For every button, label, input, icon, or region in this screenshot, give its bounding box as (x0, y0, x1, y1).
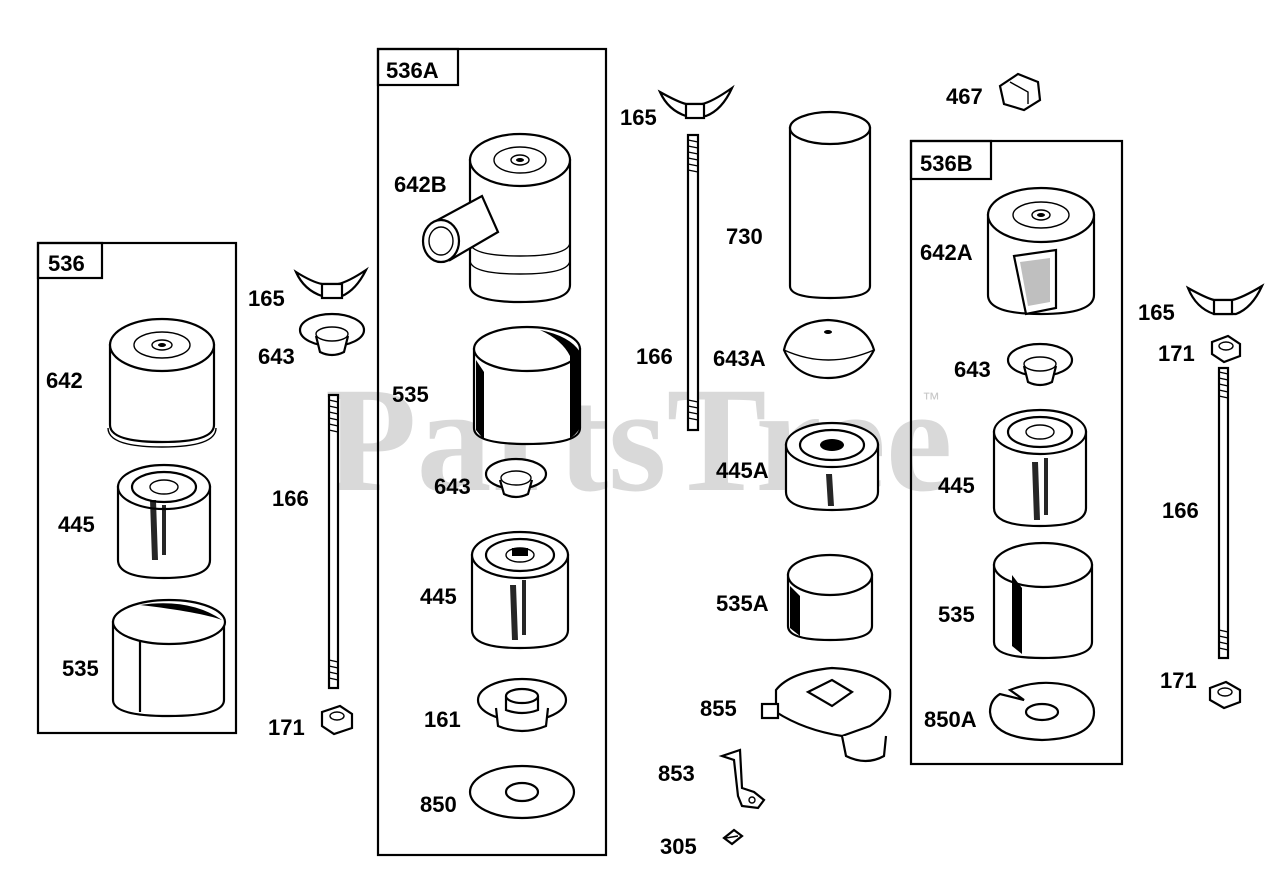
part-535A-sleeve (786, 553, 874, 642)
watermark-trademark: ™ (922, 389, 940, 409)
callout-643-536A: 643 (434, 474, 471, 499)
callout-535-536: 535 (62, 656, 99, 681)
part-171-nut-left (320, 704, 354, 736)
part-166-stud-left (327, 393, 340, 690)
group-536-frame (36, 241, 238, 735)
callout-642A: 642A (920, 240, 973, 265)
callout-535-536B: 535 (938, 602, 975, 627)
part-535-sleeve-536 (111, 598, 227, 718)
callout-171-right-top: 171 (1158, 341, 1195, 366)
callout-165-right: 165 (1138, 300, 1175, 325)
part-165-wingnut-center (657, 84, 735, 120)
part-445-filter-536A (470, 530, 570, 650)
callout-855: 855 (700, 696, 737, 721)
part-730-tube (788, 110, 872, 300)
part-850A-gasket (988, 681, 1096, 742)
callout-445A: 445A (716, 458, 769, 483)
part-643-grommet-536B (1006, 342, 1074, 387)
part-643-grommet-536A (484, 457, 548, 499)
callout-165-center: 165 (620, 105, 657, 130)
group-536A-frame (376, 47, 608, 857)
callout-642B: 642B (394, 172, 447, 197)
group-536: 536 (36, 241, 238, 735)
part-445A-filter (784, 421, 880, 512)
callout-305: 305 (660, 834, 697, 859)
part-165-wingnut-left (293, 266, 369, 300)
part-643-grommet-left (298, 312, 366, 357)
part-643A-dome (782, 318, 876, 380)
group-536A-label: 536A (386, 58, 439, 83)
part-166-stud-center (686, 133, 700, 432)
group-536-label-box (36, 241, 104, 280)
part-305-screw (722, 828, 744, 846)
group-536-label: 536 (48, 251, 85, 276)
callout-643-left: 643 (258, 344, 295, 369)
part-166-stud-right (1217, 366, 1230, 660)
part-445-filter-536B (992, 408, 1088, 528)
callout-853: 853 (658, 761, 695, 786)
callout-850: 850 (420, 792, 457, 817)
part-850-gasket (468, 764, 576, 820)
part-855-bracket (760, 666, 892, 763)
callout-643-536B: 643 (954, 357, 991, 382)
part-171-nut-right-bottom (1208, 680, 1242, 710)
part-165-wingnut-right (1185, 283, 1265, 316)
part-642A-cover (986, 186, 1096, 316)
callout-171-right-bottom: 171 (1160, 668, 1197, 693)
callout-730: 730 (726, 224, 763, 249)
group-536B-label-box (909, 139, 993, 181)
part-642B-cover (421, 132, 572, 304)
part-853-clip (718, 748, 766, 810)
callout-166-center: 166 (636, 344, 673, 369)
callout-467: 467 (946, 84, 983, 109)
part-171-nut-right-top (1210, 334, 1242, 364)
callout-535A: 535A (716, 591, 769, 616)
part-161-base (476, 677, 568, 733)
callout-166-right: 166 (1162, 498, 1199, 523)
group-536A: 536A (376, 47, 608, 857)
callout-445-536B: 445 (938, 473, 975, 498)
part-535-sleeve-536B (992, 541, 1094, 660)
group-536A-label-box (376, 47, 460, 87)
callout-161: 161 (424, 707, 461, 732)
callout-166-left: 166 (272, 486, 309, 511)
callout-642: 642 (46, 368, 83, 393)
callout-643A: 643A (713, 346, 766, 371)
part-467-knob (998, 72, 1042, 112)
callout-850A: 850A (924, 707, 977, 732)
group-536B-label: 536B (920, 151, 973, 176)
part-445-filter-536 (116, 463, 212, 580)
group-536B: 536B (909, 139, 1124, 766)
part-642-cover (107, 317, 217, 448)
callout-445-536: 445 (58, 512, 95, 537)
group-536B-frame (909, 139, 1124, 766)
callout-165-left: 165 (248, 286, 285, 311)
callout-171-left: 171 (268, 715, 305, 740)
callout-445-536A: 445 (420, 584, 457, 609)
part-535-sleeve-536A (472, 325, 582, 446)
callout-535-536A: 535 (392, 382, 429, 407)
